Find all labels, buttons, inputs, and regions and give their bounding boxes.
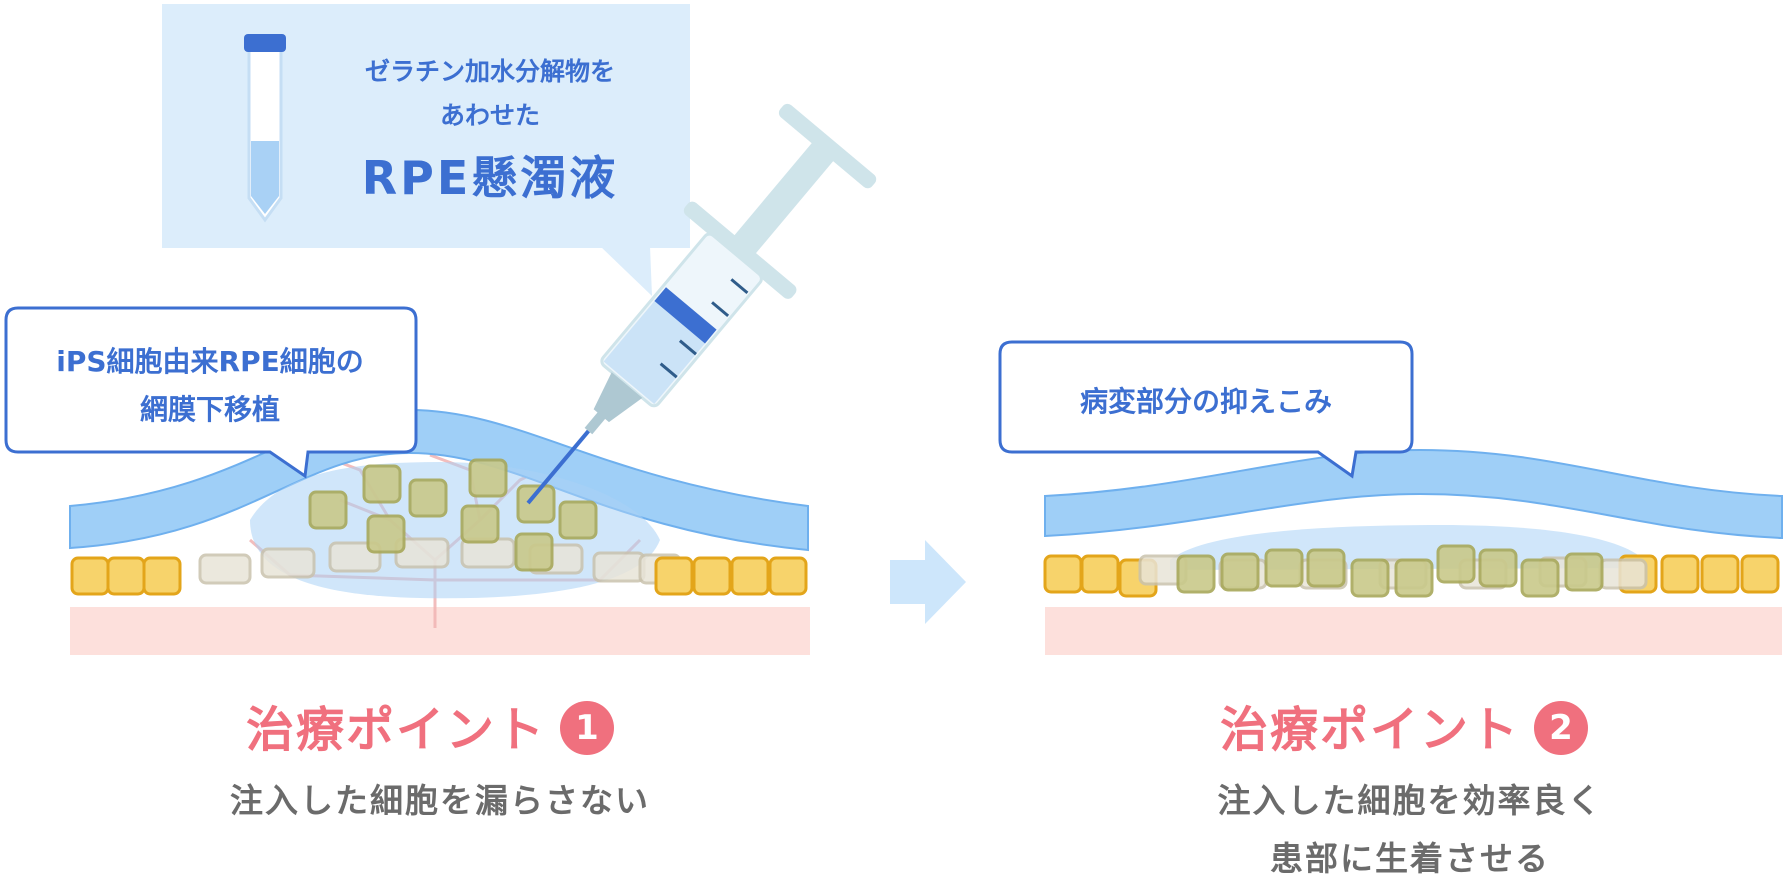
suspension-title: RPE懸濁液 (361, 151, 619, 205)
injected-cell (1564, 552, 1604, 592)
injected-cell (1520, 558, 1560, 598)
left-choroid-layer (70, 607, 810, 655)
injected-cell (460, 504, 500, 544)
right-injected-cells (1176, 544, 1604, 598)
rpe-cell (1740, 554, 1780, 594)
rpe-cell (768, 556, 808, 596)
suspension-caption-line2: あわせた (439, 101, 540, 130)
rpe-cell (142, 556, 182, 596)
injected-cell (366, 514, 406, 554)
suspension-caption-line1: ゼラチン加水分解物を (364, 57, 615, 86)
right-point-title: 治療ポイント (1220, 702, 1521, 758)
syringe-icon (526, 103, 877, 505)
injected-cell (408, 478, 448, 518)
injected-cell (1478, 548, 1518, 588)
right-point-description-line1: 注入した細胞を効率良く (1217, 781, 1603, 820)
injected-cell (1220, 552, 1260, 592)
faded-rpe-cell (592, 551, 646, 583)
rpe-cell (692, 556, 732, 596)
injected-cell (558, 500, 598, 540)
injected-cell (308, 490, 348, 530)
rpe-cell (654, 556, 694, 596)
injected-cell (468, 458, 508, 498)
rpe-cell (106, 556, 146, 596)
arrow-right-icon (890, 540, 966, 624)
injected-cell (362, 464, 402, 504)
faded-rpe-cell (1598, 558, 1648, 590)
right-point-description-line2: 患部に生着させる (1270, 839, 1550, 878)
left-callout-line1: iPS細胞由来RPE細胞の (56, 345, 364, 378)
faded-rpe-cell (328, 541, 382, 573)
injected-cell (1264, 548, 1304, 588)
injected-cell (1436, 544, 1476, 584)
left-point-description: 注入した細胞を漏らさない (230, 781, 650, 820)
left-point-title: 治療ポイント (246, 702, 547, 758)
injected-cell (516, 484, 556, 524)
left-rpe-cell-row (70, 537, 808, 596)
left-callout-line2: 網膜下移植 (139, 393, 280, 426)
injected-cell (1176, 554, 1216, 594)
right-callout-text: 病変部分の抑えこみ (1079, 385, 1332, 418)
right-callout-bubble (998, 340, 1414, 479)
rpe-cell (730, 556, 770, 596)
rpe-cell (1080, 554, 1120, 594)
rpe-cell (1700, 554, 1740, 594)
right-retina-layer (1044, 448, 1783, 540)
injected-cell (514, 532, 554, 572)
injected-cell (1306, 548, 1346, 588)
left-point-number-badge: 1 (560, 701, 615, 755)
rpe-cell (1043, 554, 1083, 594)
rpe-cell (70, 556, 110, 596)
right-choroid-layer (1045, 607, 1782, 655)
test-tube-icon (244, 34, 286, 223)
injected-cell (1350, 558, 1390, 598)
faded-rpe-cell (198, 553, 252, 585)
injected-cell (1394, 558, 1434, 598)
faded-rpe-cell (260, 547, 316, 579)
rpe-cell (1660, 554, 1700, 594)
left-injected-cells (308, 458, 598, 572)
left-callout-bubble (4, 306, 418, 479)
right-point-number-badge: 2 (1534, 701, 1589, 755)
